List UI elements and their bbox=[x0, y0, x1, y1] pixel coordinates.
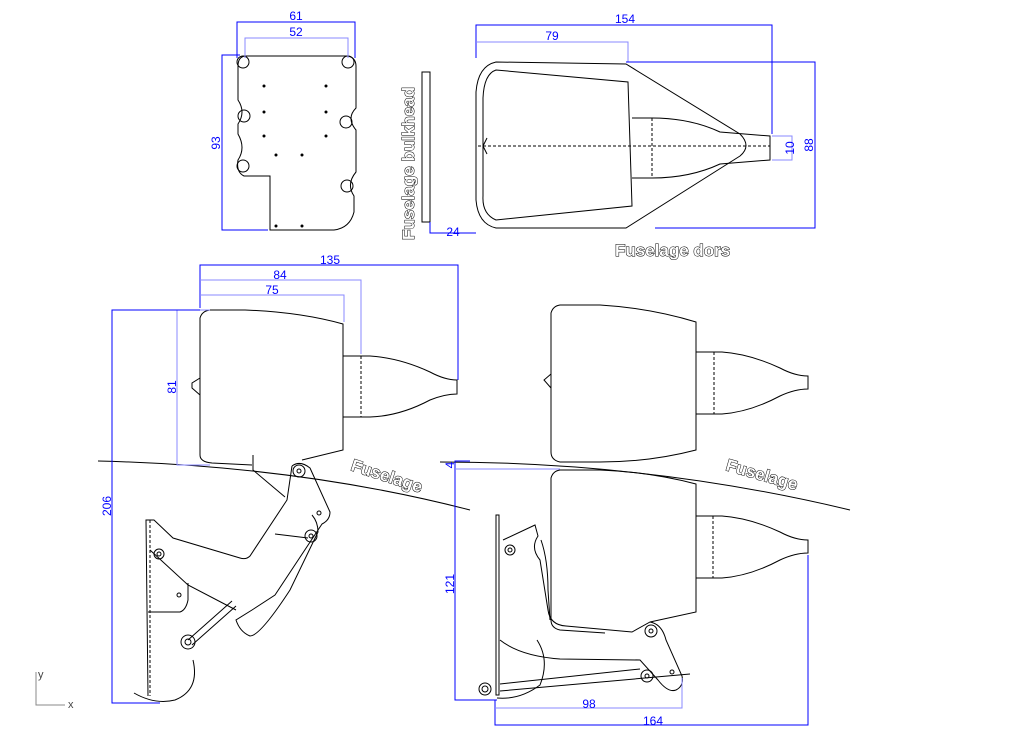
dim-plate-height: 93 bbox=[209, 136, 223, 150]
fuselage-label-right: Fuselage bbox=[724, 456, 800, 495]
dim-dorsal-width: 88 bbox=[802, 138, 816, 152]
dorsal-view: 154 79 10 88 Fuselage dors bbox=[475, 12, 816, 261]
dim-plate-width-outer: 61 bbox=[289, 9, 303, 23]
bulkhead-label: Fuselage bulkhead bbox=[399, 87, 418, 240]
axis-indicator: y x bbox=[35, 669, 74, 711]
fuselage-label-left: Fuselage bbox=[349, 456, 425, 497]
side-view-nacelle bbox=[543, 304, 809, 463]
dim-side-84: 84 bbox=[273, 268, 287, 282]
dim-plate-width-inner: 52 bbox=[289, 25, 303, 39]
dim-retract-height: 121 bbox=[443, 574, 457, 594]
dim-retract-164: 164 bbox=[643, 714, 663, 728]
dim-dorsal-nacelle: 79 bbox=[545, 29, 559, 43]
dim-retract-gap: 4 bbox=[443, 461, 457, 468]
landing-gear-extended bbox=[133, 455, 331, 702]
axis-x-label: x bbox=[68, 699, 74, 711]
dim-bulkhead-offset: 24 bbox=[446, 225, 460, 239]
bulkhead: Fuselage bulkhead 24 bbox=[399, 71, 476, 241]
dim-gear-height: 206 bbox=[100, 496, 114, 516]
dim-retract-98: 98 bbox=[582, 697, 596, 711]
side-view-extended: Fuselage 135 84 75 81 206 bbox=[97, 253, 471, 704]
dim-side-length: 135 bbox=[320, 253, 340, 267]
dorsal-label: Fuselage dors bbox=[615, 241, 730, 260]
axis-y-label: y bbox=[38, 669, 44, 681]
dim-dorsal-length: 154 bbox=[615, 12, 635, 26]
dim-dorsal-nozzle: 10 bbox=[783, 141, 797, 155]
mounting-plate: 61 52 93 bbox=[209, 9, 357, 231]
dim-side-75: 75 bbox=[265, 283, 279, 297]
dim-side-height: 81 bbox=[165, 380, 179, 394]
side-view-retracted: Fuselage 4 121 98 164 bbox=[439, 455, 851, 728]
